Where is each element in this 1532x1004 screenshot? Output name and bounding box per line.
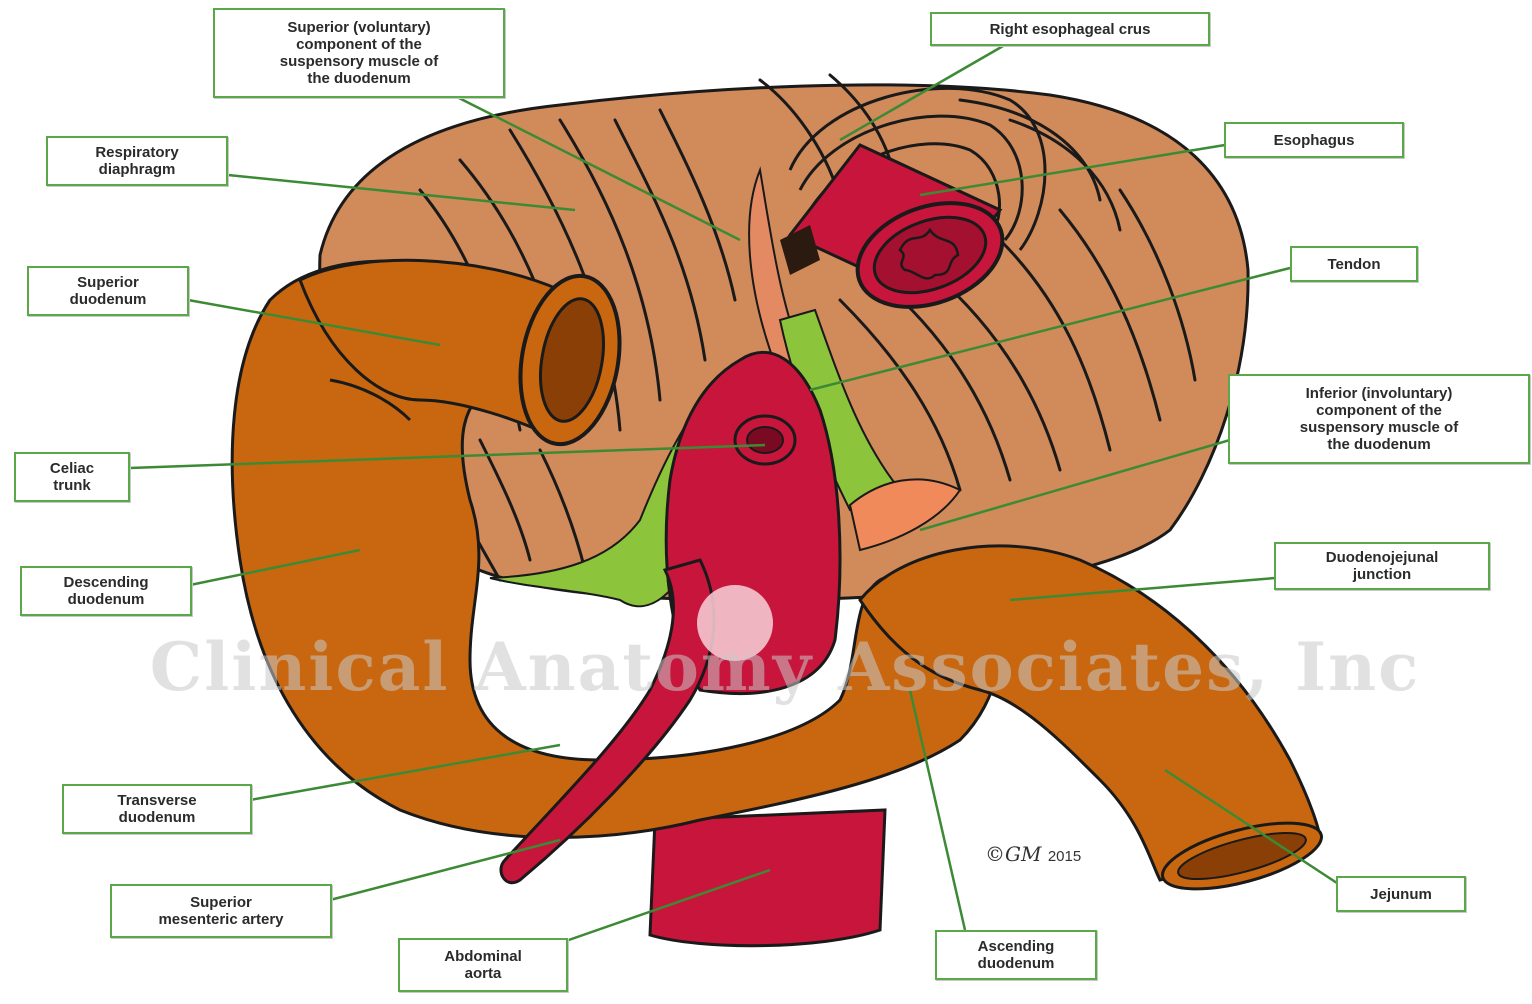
label-duodenojejunal-junction: Duodenojejunal junction — [1274, 542, 1490, 590]
label-ascending-duodenum: Ascending duodenum — [935, 930, 1097, 980]
abdominal-aorta-shape — [650, 810, 885, 946]
label-right-esophageal-crus: Right esophageal crus — [930, 12, 1210, 46]
signature-initials: GM — [1005, 842, 1041, 866]
label-tendon: Tendon — [1290, 246, 1418, 282]
label-transverse-duodenum: Transverse duodenum — [62, 784, 252, 834]
label-jejunum: Jejunum — [1336, 876, 1466, 912]
signature-year: 2015 — [1048, 848, 1081, 865]
label-inferior-suspensory-muscle: Inferior (involuntary) component of the … — [1228, 374, 1530, 464]
marker-dot — [697, 585, 773, 661]
label-superior-mesenteric-artery: Superior mesenteric artery — [110, 884, 332, 938]
label-abdominal-aorta: Abdominal aorta — [398, 938, 568, 992]
label-superior-duodenum: Superior duodenum — [27, 266, 189, 316]
label-esophagus: Esophagus — [1224, 122, 1404, 158]
label-descending-duodenum: Descending duodenum — [20, 566, 192, 616]
label-celiac-trunk: Celiac trunk — [14, 452, 130, 502]
artist-signature: ©GM 2015 — [985, 842, 1081, 866]
copyright-symbol: © — [985, 842, 1005, 866]
label-respiratory-diaphragm: Respiratory diaphragm — [46, 136, 228, 186]
celiac-trunk-shape — [735, 416, 795, 464]
label-superior-suspensory-muscle: Superior (voluntary) component of the su… — [213, 8, 505, 98]
